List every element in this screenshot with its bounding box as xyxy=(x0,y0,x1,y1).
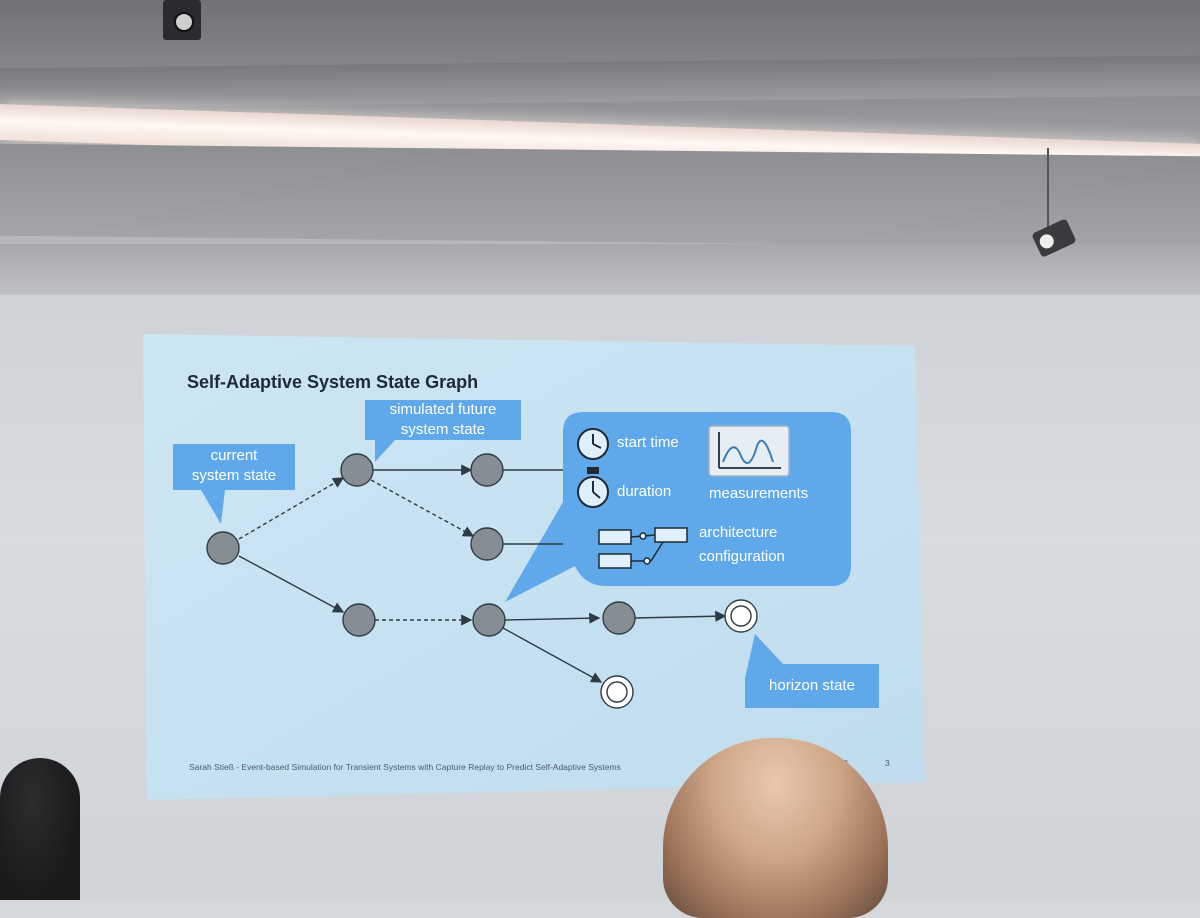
projector-icon xyxy=(163,0,201,40)
audience-head-left xyxy=(0,758,80,900)
panel-configuration: configuration xyxy=(699,548,785,565)
projected-slide: Self-Adaptive System State Graph current… xyxy=(143,334,925,800)
stopwatch-icon xyxy=(577,467,609,508)
edge-simulated xyxy=(370,479,475,537)
horizon-node-inner xyxy=(730,605,752,627)
callout-current-state xyxy=(173,444,295,524)
edge-actual xyxy=(502,627,603,683)
state-node xyxy=(470,453,504,487)
state-node xyxy=(340,453,374,487)
callout-current-line1: current xyxy=(210,447,258,464)
ceiling-beam xyxy=(0,143,1200,249)
panel-duration: duration xyxy=(617,483,672,500)
callout-horizon-state xyxy=(745,634,879,708)
panel-start-time: start time xyxy=(617,434,679,451)
edge-actual xyxy=(504,612,601,624)
callout-current-text: current system state xyxy=(173,446,295,486)
horizon-node xyxy=(600,675,634,709)
edge-simulated xyxy=(238,477,345,540)
clock-icon xyxy=(577,428,609,460)
state-node xyxy=(342,603,376,637)
callout-future-state xyxy=(365,400,521,462)
state-node xyxy=(602,601,636,635)
callout-future-line1: simulated future xyxy=(389,401,497,418)
edge-actual xyxy=(634,610,727,622)
state-node xyxy=(472,603,506,637)
callout-horizon-text: horizon state xyxy=(769,677,855,694)
slide-footer: Sarah Stieß - Event-based Simulation for… xyxy=(189,762,621,772)
callout-future-line2: system state xyxy=(400,421,486,438)
horizon-node-inner xyxy=(606,681,628,703)
panel-architecture: architecture xyxy=(699,524,778,541)
state-node-current xyxy=(206,531,240,565)
audience-head-right xyxy=(663,738,888,918)
slide-page-number: 3 xyxy=(885,758,890,768)
camera-wire xyxy=(1047,148,1049,233)
state-node xyxy=(470,527,504,561)
slide-canvas xyxy=(143,334,925,800)
horizon-node xyxy=(724,599,758,633)
edge-actual xyxy=(238,555,345,613)
slide-title: Self-Adaptive System State Graph xyxy=(187,372,479,392)
ceiling-beam xyxy=(0,244,1200,294)
panel-measurements: measurements xyxy=(709,485,809,502)
callout-current-line2: system state xyxy=(191,467,277,484)
component-diagram-icon xyxy=(598,527,688,569)
callout-future-text: simulated future system state xyxy=(365,400,521,440)
line-chart-icon xyxy=(708,425,790,477)
